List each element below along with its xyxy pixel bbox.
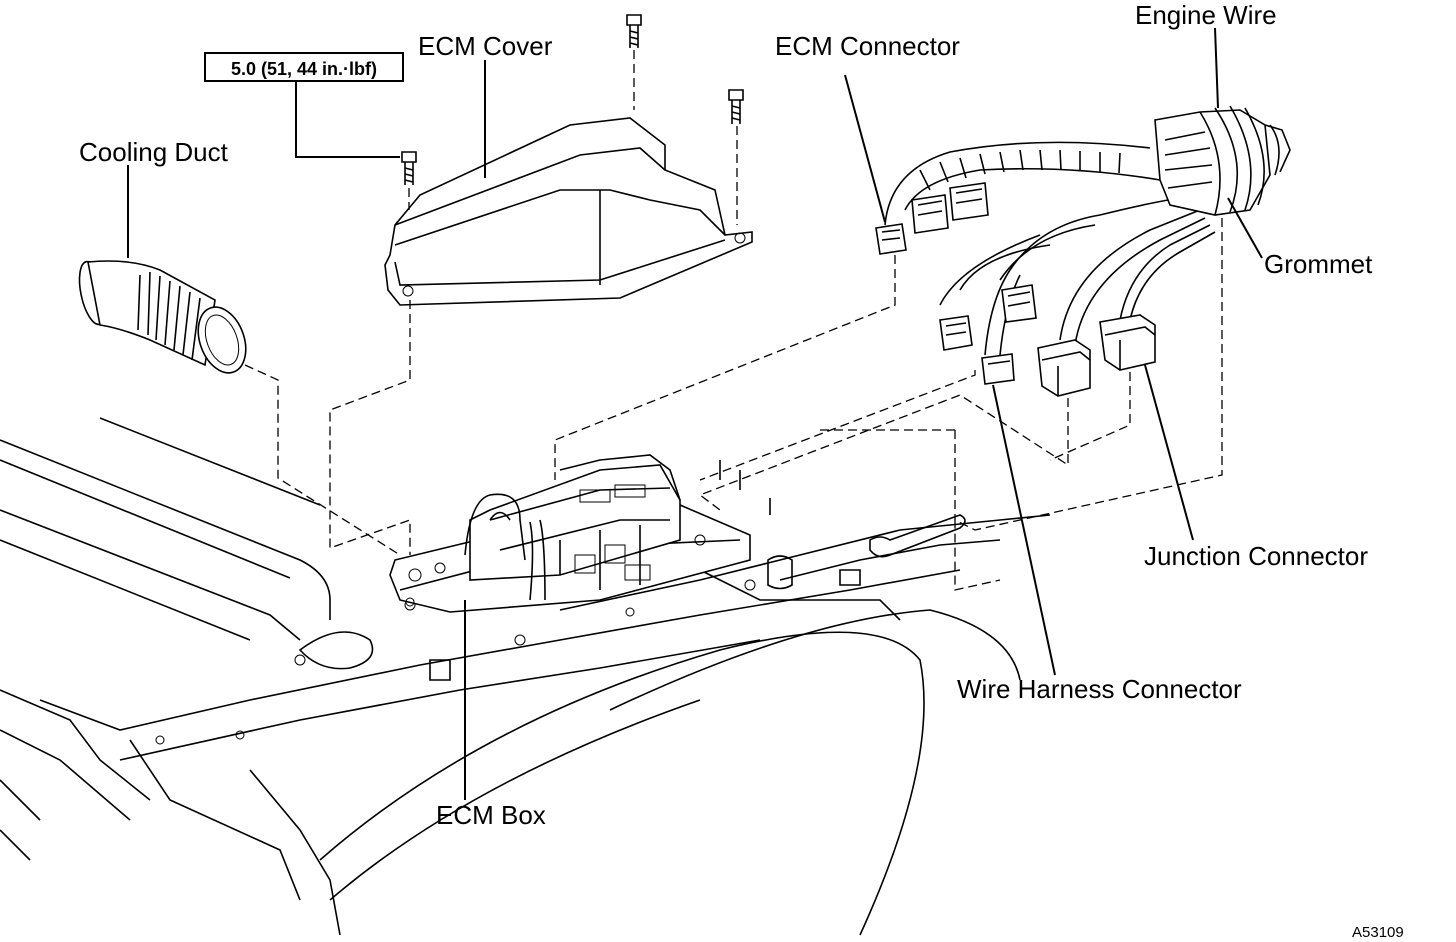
ecm-box-icon — [389, 454, 751, 613]
ecm-connector-label: ECM Connector — [775, 31, 960, 61]
cooling-duct-icon — [78, 260, 247, 374]
connector-icon — [1099, 314, 1156, 371]
grommet-label: Grommet — [1264, 249, 1373, 279]
ecm-cover-icon — [384, 117, 753, 306]
connector-icon — [939, 315, 973, 351]
connector-icon — [911, 194, 949, 234]
ecm-cover-label: ECM Cover — [418, 31, 553, 61]
wire-harness-connector-label: Wire Harness Connector — [957, 674, 1242, 704]
bolt-icon — [401, 151, 417, 185]
bolt-icon — [626, 14, 642, 48]
cooling-duct-label: Cooling Duct — [79, 137, 228, 167]
grommet-icon — [1154, 105, 1291, 216]
assembly-guide-lines — [244, 50, 1223, 591]
ecm-box-label: ECM Box — [436, 800, 546, 830]
connector-icon — [1001, 284, 1037, 323]
bolt-icon — [728, 89, 744, 124]
figure-code: A53109 — [1352, 924, 1404, 941]
torque-spec-box: 5.0 (51, 44 in.·lbf) — [204, 52, 404, 82]
leader-lines — [127, 27, 1263, 800]
connector-icon — [1037, 339, 1091, 397]
junction-connector-label: Junction Connector — [1144, 541, 1369, 571]
connector-icon — [875, 223, 907, 255]
vehicle-body-outline — [0, 417, 1051, 936]
connector-icon — [949, 182, 989, 221]
engine-wire-label: Engine Wire — [1135, 0, 1277, 30]
connector-icon — [981, 353, 1015, 385]
